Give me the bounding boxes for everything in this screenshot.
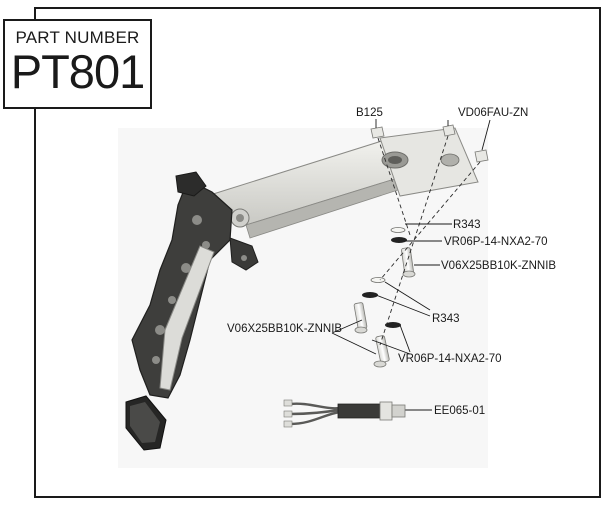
part-number-label: PART NUMBER — [15, 28, 140, 47]
leader-lines — [331, 119, 491, 411]
callout-b125: B125 — [356, 107, 383, 119]
part-number-box: PART NUMBER PT801 — [3, 19, 152, 109]
spacer-vr06p-top — [391, 237, 407, 243]
nut-vd06fau-2 — [474, 149, 489, 163]
part-number-value: PT801 — [10, 45, 145, 98]
nut-b125 — [370, 126, 385, 139]
bolt-v06x25-left — [353, 302, 368, 334]
support-post — [159, 245, 215, 391]
washer-r343-top — [390, 227, 406, 233]
mounting-arm — [208, 127, 479, 239]
callout-vd06fau-zn: VD06FAU-ZN — [458, 107, 528, 119]
reflector — [125, 395, 167, 451]
callout-r343-top: R343 — [453, 219, 481, 231]
washer-r343-mid — [370, 277, 386, 283]
spacer-vr06p-mid — [362, 292, 378, 298]
callout-vr06p-top: VR06P-14-NXA2-70 — [444, 236, 548, 248]
callout-v06x25-left: V06X25BB10K-ZNNIB — [227, 323, 342, 335]
callout-v06x25-right: V06X25BB10K-ZNNIB — [441, 260, 556, 272]
assembly-axes — [377, 135, 481, 346]
nut-vd06fau-1 — [442, 124, 456, 137]
spacer-vr06p-low — [385, 322, 401, 328]
drawing-frame — [34, 7, 601, 498]
callout-vr06p-bottom: VR06P-14-NXA2-70 — [398, 353, 502, 365]
callout-ee065-01: EE065-01 — [434, 405, 485, 417]
bolt-v06x25-right — [401, 247, 416, 278]
wire-harness-ee065 — [283, 399, 406, 428]
callout-r343-mid: R343 — [432, 313, 460, 325]
